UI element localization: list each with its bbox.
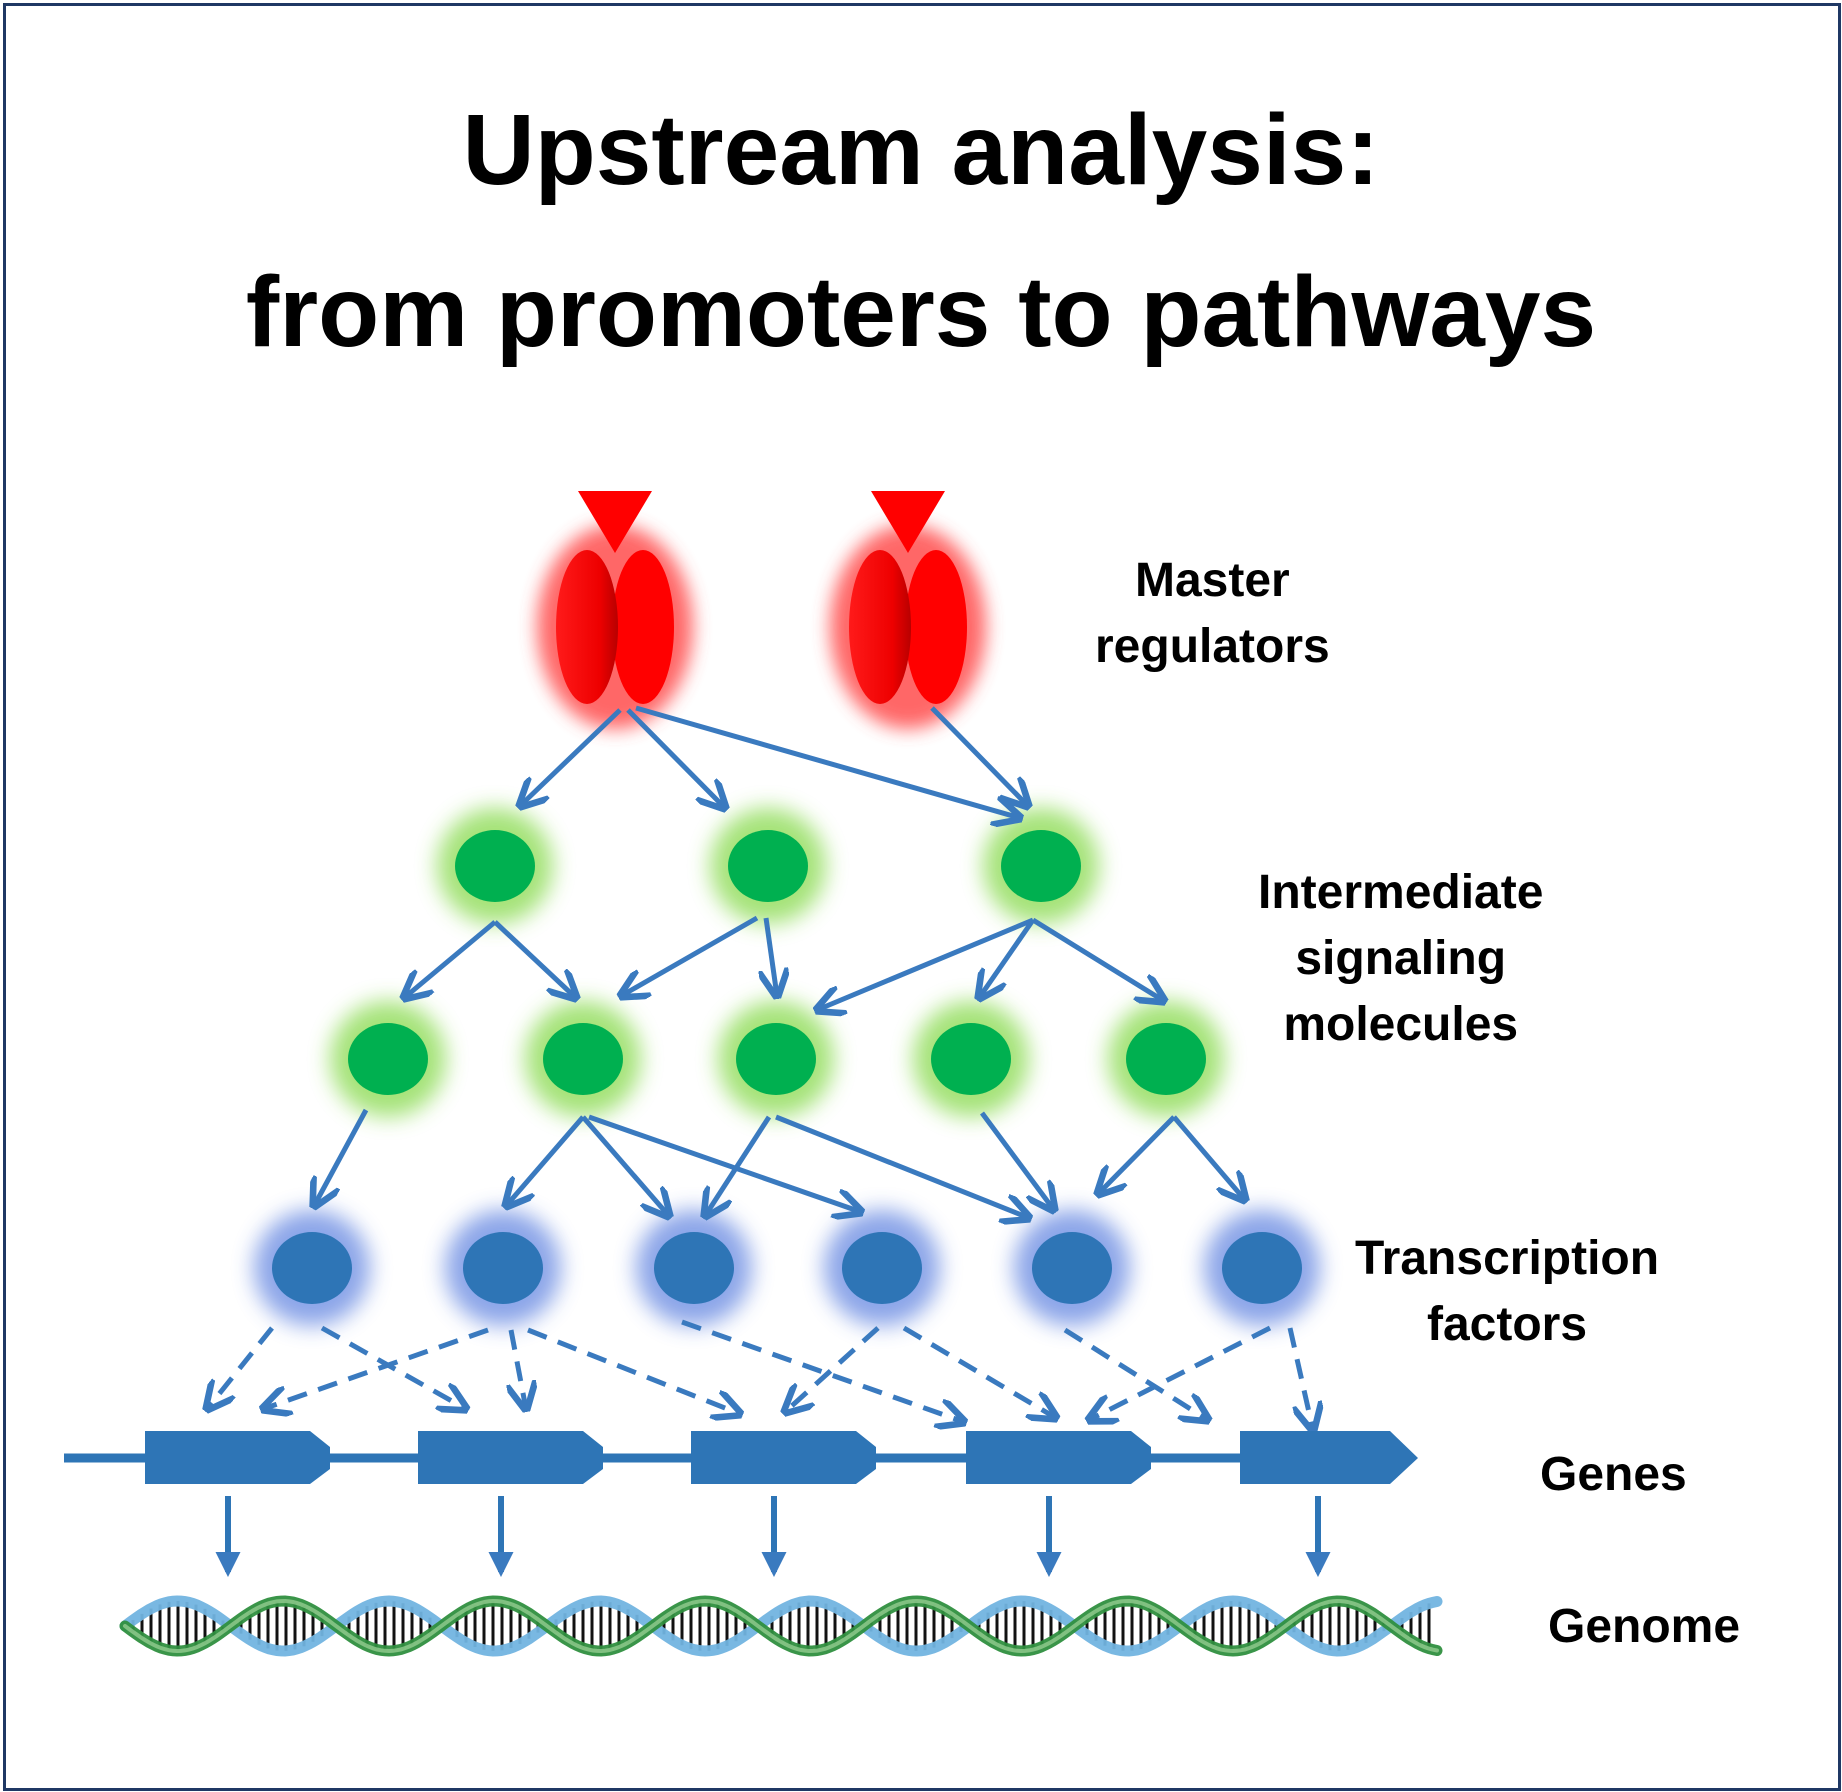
receptor-triangle-2 — [871, 491, 945, 553]
signaling-molecule-row2-4 — [931, 1023, 1011, 1095]
activation-arrow-2 — [626, 708, 725, 808]
figure-frame — [3, 3, 1841, 1791]
signaling-molecule-row1-2 — [728, 830, 808, 902]
activation-arrow-6 — [493, 920, 576, 998]
regulation-arrow-dashed-5 — [527, 1327, 740, 1414]
regulation-arrow-dashed-7 — [785, 1326, 880, 1412]
activation-arrow-1 — [520, 708, 622, 806]
regulation-arrow-dashed-8 — [902, 1325, 1056, 1418]
label-genome: Genome — [1548, 1594, 1740, 1660]
transcription-factor-4 — [842, 1232, 922, 1304]
label-genes-line-1: Genes — [1540, 1448, 1687, 1501]
transcription-factor-2 — [463, 1232, 543, 1304]
regulation-arrow-dashed-11 — [1287, 1327, 1313, 1430]
activation-arrow-17 — [775, 1114, 1029, 1218]
title-line-1: Upstream analysis: — [462, 94, 1380, 206]
label-tf-line-1: Transcription — [1355, 1232, 1660, 1285]
activation-arrow-19 — [1098, 1115, 1176, 1194]
signaling-molecule-row1-3 — [1001, 830, 1081, 902]
label-transcription-factors: Transcription factors — [1355, 1226, 1659, 1358]
label-intermediate-line-3: molecules — [1283, 998, 1519, 1051]
regulation-arrow-dashed-2 — [320, 1325, 466, 1409]
master-regulator-subunit-right — [905, 550, 967, 704]
transcription-factor-5 — [1032, 1232, 1112, 1304]
activation-arrow-8 — [766, 917, 777, 996]
signaling-molecule-row1-1 — [455, 830, 535, 902]
activation-arrow-14 — [581, 1115, 669, 1216]
label-intermediate-line-2: signaling — [1295, 932, 1507, 985]
master-regulator-2 — [849, 491, 967, 704]
receptor-triangle-1 — [578, 491, 652, 553]
signaling-molecule-row2-1 — [348, 1023, 428, 1095]
signaling-molecule-row2-2 — [543, 1023, 623, 1095]
label-genes: Genes — [1540, 1442, 1687, 1508]
label-intermediate-line-1: Intermediate — [1258, 866, 1544, 919]
label-intermediate-signaling: Intermediate signaling molecules — [1258, 860, 1543, 1058]
activation-arrow-11 — [1031, 917, 1164, 1001]
gene-layer — [64, 1431, 1418, 1578]
activation-arrow-20 — [1172, 1115, 1245, 1200]
master-regulator-1 — [556, 491, 674, 704]
activation-arrow-18 — [979, 1111, 1054, 1210]
label-master-line-2: regulators — [1095, 620, 1330, 673]
gene-5 — [1240, 1431, 1418, 1484]
activation-arrow-9 — [817, 917, 1034, 1010]
master-regulator-subunit-left — [556, 550, 618, 704]
label-genome-line-1: Genome — [1548, 1600, 1741, 1653]
activation-arrow-15 — [588, 1114, 861, 1212]
gene-4 — [966, 1431, 1151, 1484]
gene-1 — [145, 1431, 330, 1484]
activation-arrow-4 — [930, 706, 1028, 806]
regulation-arrow-dashed-10 — [1089, 1325, 1272, 1420]
gene-3 — [691, 1431, 876, 1484]
activation-arrow-16 — [705, 1115, 772, 1216]
node-layer — [272, 491, 1302, 1304]
label-master-regulators: Master regulators — [1095, 548, 1330, 680]
label-tf-line-2: factors — [1427, 1298, 1588, 1351]
master-regulator-subunit-right — [612, 550, 674, 704]
regulation-arrow-dashed-6 — [681, 1319, 964, 1422]
transcription-factor-3 — [654, 1232, 734, 1304]
gene-2 — [418, 1431, 603, 1484]
edge-layer — [207, 705, 1313, 1430]
label-master-line-1: Master — [1135, 554, 1290, 607]
dna-strand-back — [119, 1595, 1443, 1657]
signaling-molecule-row2-3 — [736, 1023, 816, 1095]
dna-strand-front-highlight — [123, 1598, 1439, 1654]
signaling-molecule-row2-5 — [1126, 1023, 1206, 1095]
regulation-arrow-dashed-9 — [1063, 1327, 1208, 1420]
activation-arrow-7 — [621, 915, 759, 996]
title-line-2: from promoters to pathways — [245, 256, 1597, 368]
transcription-factor-1 — [272, 1232, 352, 1304]
regulation-arrow-dashed-1 — [207, 1326, 274, 1409]
activation-arrow-3 — [635, 705, 1020, 818]
activation-arrow-10 — [979, 918, 1036, 998]
activation-arrow-5 — [404, 920, 497, 998]
master-regulator-subunit-left — [849, 550, 911, 704]
transcription-factor-6 — [1222, 1232, 1302, 1304]
regulation-arrow-dashed-4 — [511, 1329, 526, 1409]
genome-layer — [119, 1595, 1443, 1657]
regulation-arrow-dashed-3 — [263, 1327, 489, 1409]
activation-arrow-12 — [314, 1108, 369, 1206]
activation-arrow-13 — [506, 1115, 585, 1206]
